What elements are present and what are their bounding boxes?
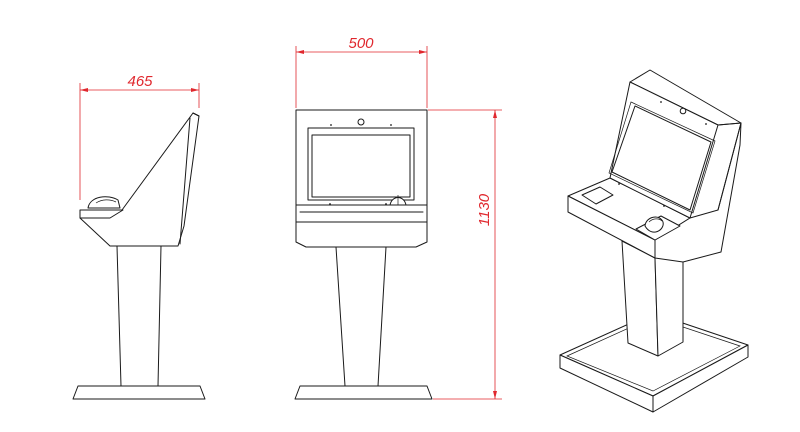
width-dimension-label: 500 [348,35,374,52]
width-dimension: 500 [295,35,428,108]
iso-mouse-icon [644,216,664,233]
isometric-view [559,69,749,413]
side-mouse [87,196,121,209]
iso-card-reader [581,186,614,205]
side-base-plate [72,385,206,400]
iso-camera-icon [679,107,687,115]
front-base-plate [294,385,433,400]
iso-pedestal-front [621,240,659,357]
side-body [79,112,200,247]
iso-screen [611,105,712,211]
side-view [72,112,206,400]
front-screen [311,134,411,198]
front-view [294,109,433,400]
front-pedestal [335,246,387,387]
height-dimension: 1130 [428,109,502,400]
height-dimension-label: 1130 [476,193,493,226]
depth-dimension-label: 465 [127,73,153,90]
front-camera-icon [357,118,365,126]
front-console [295,221,428,248]
depth-dimension: 465 [79,73,200,200]
side-pedestal [116,245,162,387]
